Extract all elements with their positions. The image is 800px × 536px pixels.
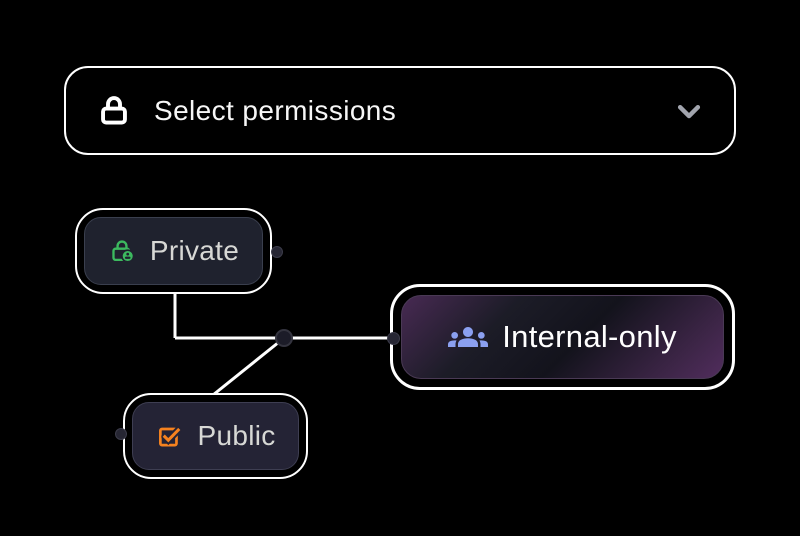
people-group-icon [448,327,489,347]
node-public[interactable]: Public [123,393,308,479]
lock-person-icon [112,240,135,263]
lock-icon [101,95,127,124]
port-dot-public [115,428,127,440]
node-private-label: Private [149,235,240,266]
node-internal-only-body: Internal-only [401,295,724,379]
port-dot-private [271,246,283,258]
node-internal-only[interactable]: Internal-only [390,284,735,390]
select-permissions-dropdown[interactable]: Select permissions [64,66,736,155]
dropdown-label: Select permissions [154,94,397,126]
checkbox-checked-icon [159,426,183,447]
wire-junction-to-public [212,336,285,397]
node-private[interactable]: Private [75,208,272,294]
node-public-label: Public [197,420,276,451]
node-private-body: Private [84,217,263,285]
port-dot-internal [386,331,400,345]
node-public-body: Public [132,402,299,470]
junction-dot [275,329,293,347]
node-internal-only-label: Internal-only [502,319,677,354]
chevron-down-icon [677,104,701,118]
